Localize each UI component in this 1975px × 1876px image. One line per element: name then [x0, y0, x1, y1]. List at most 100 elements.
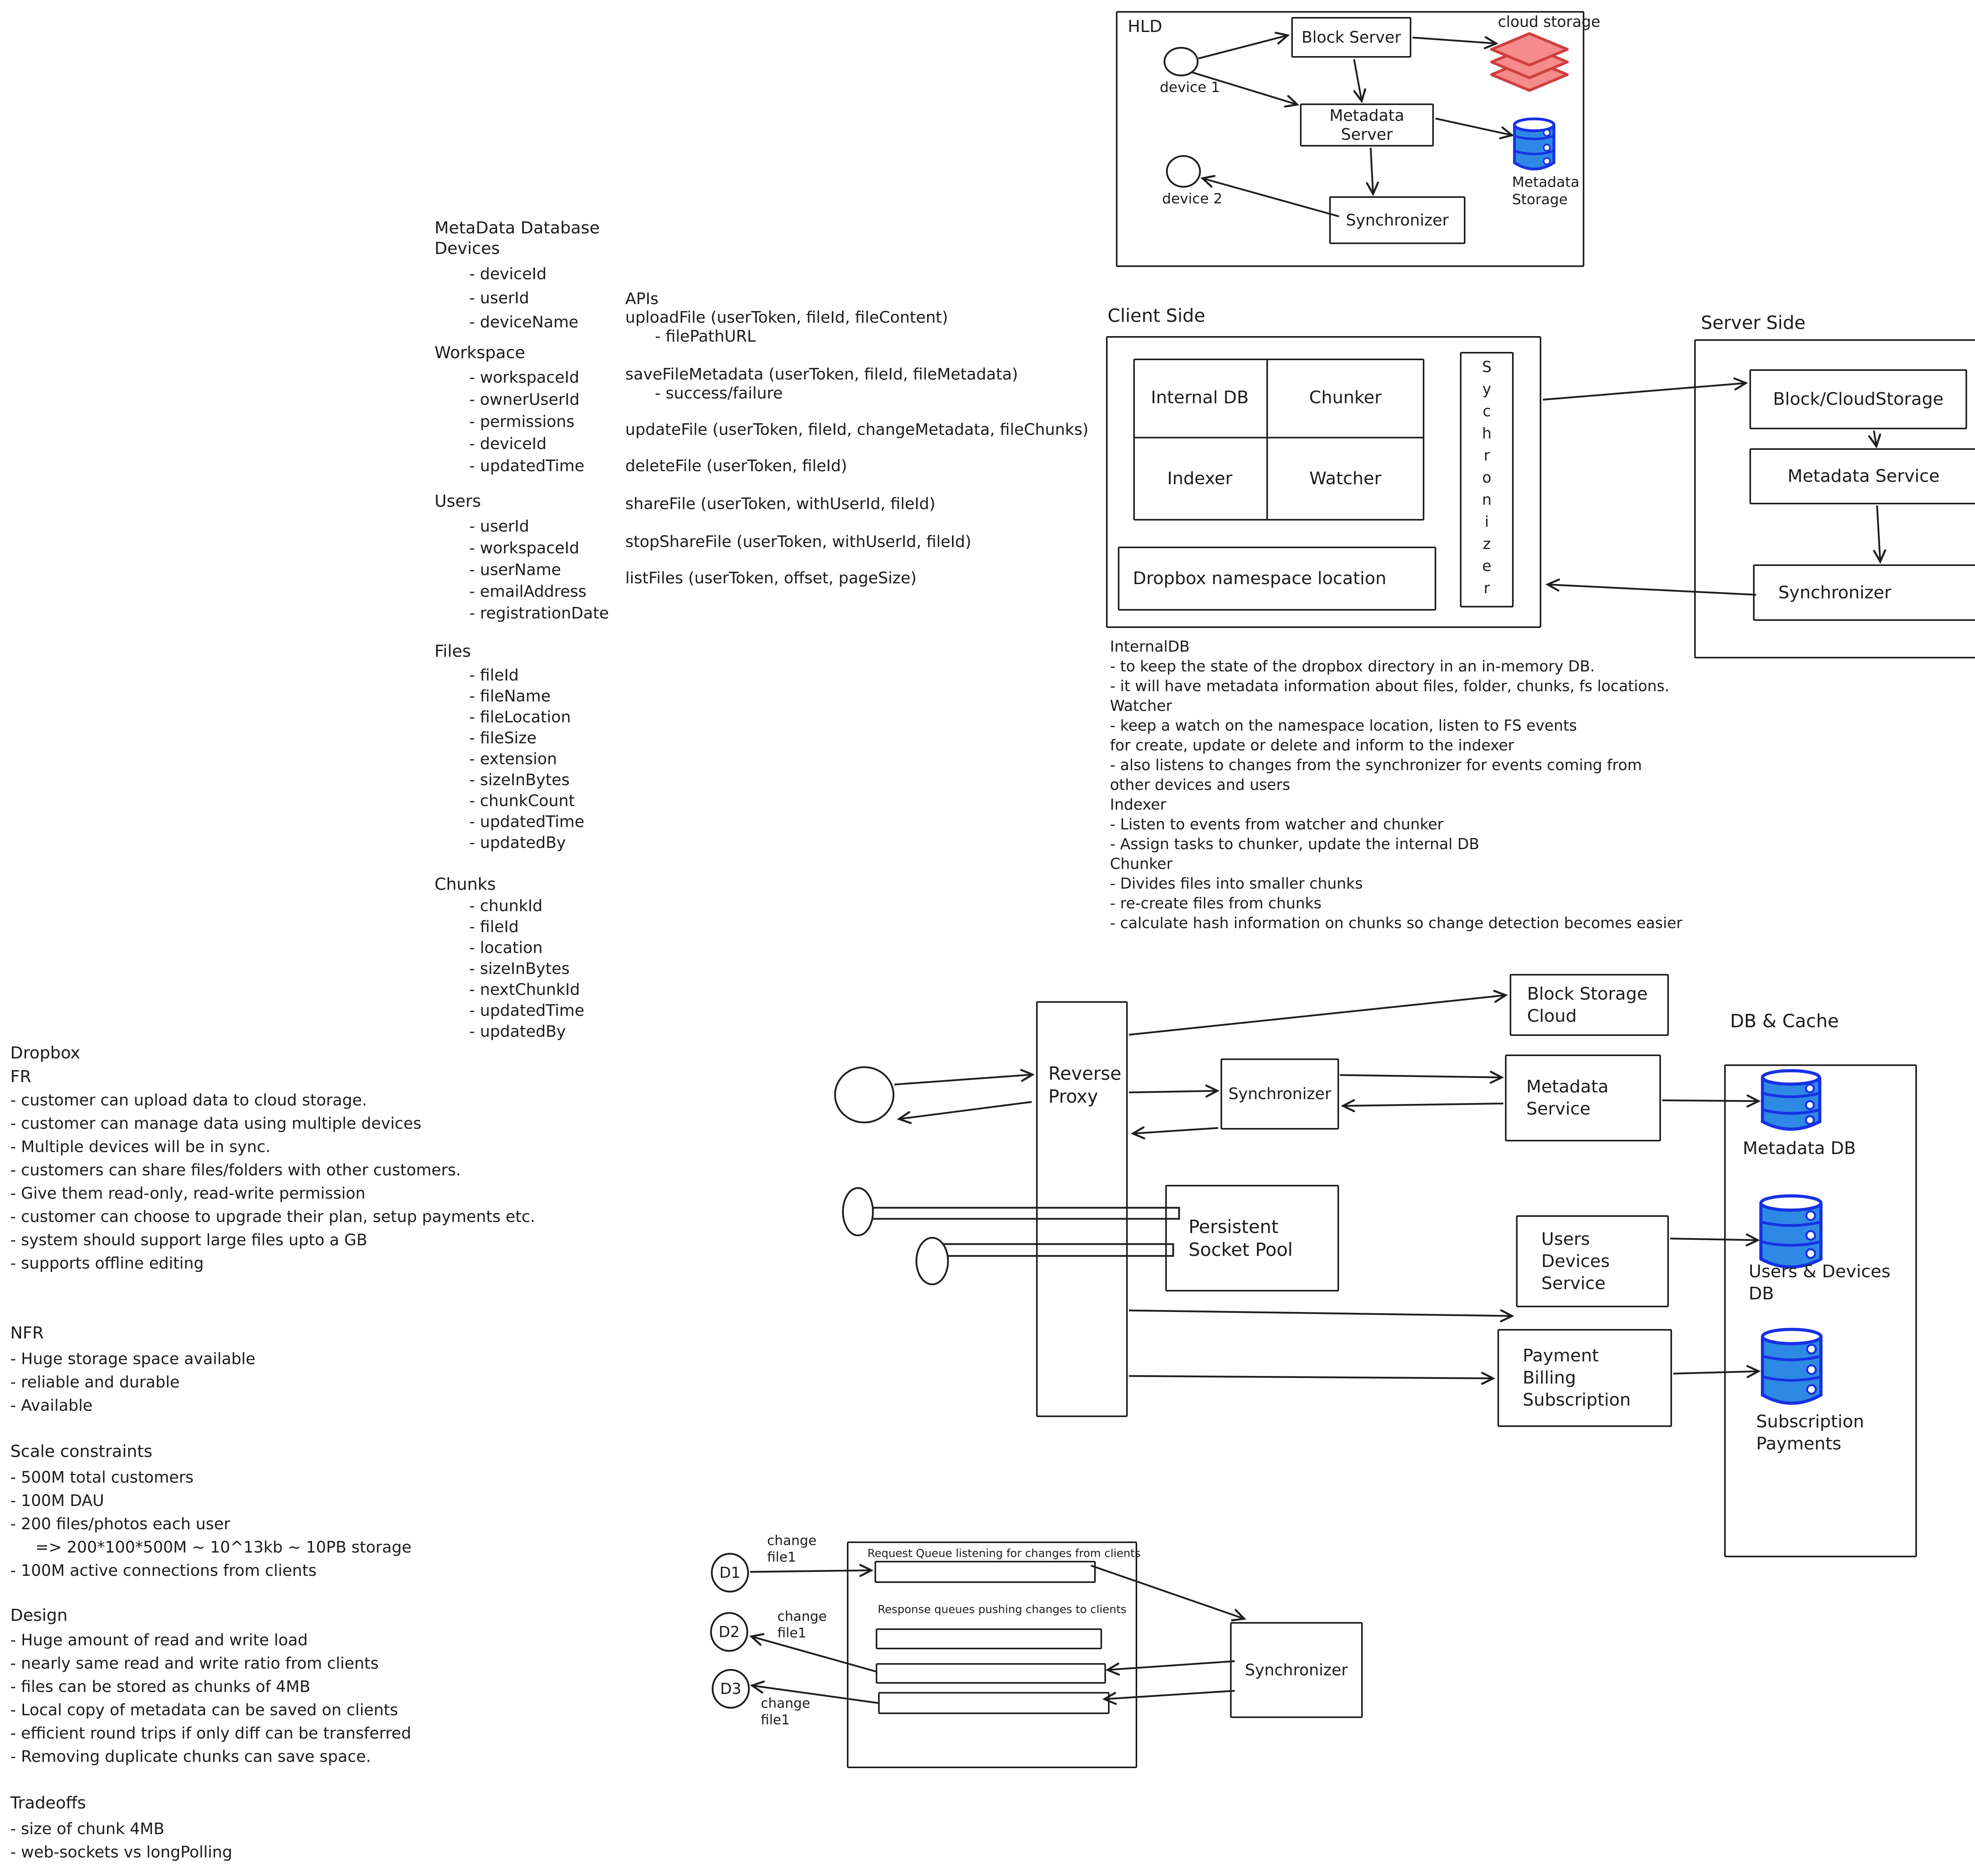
text-line: - ownerUserId	[469, 391, 580, 409]
text-line: - userName	[469, 561, 561, 579]
apis-title: APIs	[625, 290, 659, 308]
text-line: Chunker	[1110, 855, 1173, 872]
tradeoffs-items: - size of chunk 4MB - web-sockets vs long…	[10, 1818, 232, 1864]
arrow-usersdevices-db	[1670, 1233, 1760, 1247]
nfr-title: NFR	[10, 1323, 44, 1342]
text-line: - chunkCount	[469, 792, 575, 810]
arch-synchronizer-label: Synchronizer	[1228, 1085, 1332, 1103]
api-savefilemetadata: saveFileMetadata (userToken, fileId, fil…	[625, 365, 1018, 383]
text-line: - fileSize	[469, 729, 537, 747]
metadata-storage-icon	[1513, 117, 1556, 171]
text-line: Indexer	[1110, 796, 1166, 813]
text-line: - chunkId	[469, 897, 543, 915]
api-uploadfile-return: - filePathURL	[655, 327, 756, 346]
text-line: - web-sockets vs longPolling	[10, 1843, 232, 1861]
client-chunker-label: Chunker	[1309, 387, 1382, 408]
queue-d1-label: D1	[719, 1564, 741, 1581]
arch-db-cache-title: DB & Cache	[1730, 1010, 1839, 1032]
arrow-metadataservice-db	[1662, 1094, 1761, 1108]
text-line: - Give them read-only, read-write permis…	[10, 1184, 366, 1203]
schema-fields-users: - userId- workspaceId- userName- emailAd…	[469, 516, 609, 624]
queue-response-box-2	[876, 1663, 1106, 1684]
text-line: => 200*100*500M ~ 10^13kb ~ 10PB storage	[10, 1538, 412, 1556]
arch-subs-db-label: Subscription Payments	[1756, 1412, 1864, 1454]
text-line: Watcher	[1110, 697, 1172, 714]
text-line: - deviceId	[469, 435, 547, 453]
arrow-srvblock-srvmeta	[1868, 430, 1881, 449]
text-line: - Available	[10, 1397, 93, 1415]
text-line: - Huge amount of read and write load	[10, 1631, 308, 1649]
text-line: - deviceName	[469, 313, 579, 331]
text-line: - files can be stored as chunks of 4MB	[10, 1678, 310, 1696]
socket-client-circle-1	[842, 1187, 874, 1237]
persistent-socket-bar-1	[862, 1207, 1180, 1220]
text-line: - extension	[469, 750, 557, 768]
users-devices-db-icon	[1759, 1194, 1823, 1269]
schema-title: MetaData Database	[434, 218, 600, 237]
client-synchronizer-column: Sychronizer	[1460, 352, 1514, 607]
arrow-proxy-blockstorage	[1129, 990, 1508, 1036]
text-line: - Huge storage space available	[10, 1350, 256, 1368]
text-line: - userId	[469, 517, 529, 536]
api-sharefile: shareFile (userToken, withUserId, fileId…	[625, 495, 935, 513]
text-line: - customer can manage data using multipl…	[10, 1115, 421, 1133]
schema-fields-workspace: - workspaceId- ownerUserId- permissions-…	[469, 367, 584, 477]
schema-group-files: Files	[434, 641, 471, 661]
api-deletefile: deleteFile (userToken, fileId)	[625, 457, 847, 475]
device1-circle	[1163, 47, 1199, 77]
text-line: - nextChunkId	[469, 981, 580, 999]
client-frame	[1106, 336, 1541, 628]
arrow-metadataservice-sync	[1341, 1099, 1504, 1113]
text-line: - Multiple devices will be in sync.	[10, 1138, 271, 1156]
arch-payment-box: Payment Billing Subscription	[1497, 1329, 1672, 1427]
text-line: - 100M active connections from clients	[10, 1562, 317, 1580]
arch-metadata-service-label: Metadata Service	[1526, 1077, 1609, 1119]
arrow-responsequeue3-d3	[750, 1681, 878, 1704]
device2-circle	[1166, 155, 1201, 188]
queue-d3-circle	[711, 1669, 750, 1709]
text-line: - fileLocation	[469, 708, 571, 726]
arrow-payment-db	[1673, 1365, 1761, 1378]
queue-request-title: Request Queue listening for changes from…	[867, 1547, 1141, 1560]
client-watcher-cell: Watcher	[1266, 437, 1424, 521]
fr-title: Dropbox	[10, 1043, 80, 1062]
client-namespace-label: Dropbox namespace location	[1133, 568, 1386, 588]
server-metadata-label: Metadata Service	[1787, 466, 1940, 486]
arrow-requestqueue-sync	[1091, 1564, 1247, 1622]
queue-response-title: Response queues pushing changes to clien…	[878, 1603, 1127, 1616]
hld-metadata-server-label: Metadata Server	[1329, 106, 1405, 144]
hld-cloud-storage-label: cloud storage	[1498, 13, 1601, 30]
socket-client-circle-2	[915, 1237, 949, 1286]
text-line: - nearly same read and write ratio from …	[10, 1654, 379, 1673]
arch-users-db-label: Users & Devices DB	[1749, 1261, 1890, 1304]
arch-reverse-proxy-box: Reverse Proxy	[1036, 1001, 1128, 1417]
text-line: - 200 files/photos each user	[10, 1515, 230, 1533]
text-line: - keep a watch on the namespace location…	[1110, 717, 1577, 734]
arrow-sync-responsequeue3	[1102, 1690, 1235, 1705]
queue-d2-label: D2	[719, 1623, 740, 1641]
subscription-payments-db-icon	[1761, 1328, 1823, 1405]
text-line: - size of chunk 4MB	[10, 1820, 165, 1838]
text-line: InternalDB	[1110, 638, 1190, 655]
hld-synchronizer-label: Synchronizer	[1346, 211, 1449, 229]
arch-users-devices-box: Users Devices Service	[1516, 1215, 1669, 1307]
queue-frame	[847, 1541, 1137, 1768]
schema-group-workspace: Workspace	[434, 343, 525, 362]
hld-device2-label: device 2	[1162, 191, 1223, 207]
arrow-client-blockcloud	[1542, 377, 1748, 401]
design-items: - Huge amount of read and write load - ne…	[10, 1629, 411, 1769]
arrow-sync-responsequeue2	[1105, 1660, 1235, 1676]
metadata-db-icon	[1761, 1069, 1821, 1131]
queue-d3-label: D3	[720, 1680, 741, 1697]
text-line: - 100M DAU	[10, 1492, 104, 1510]
api-updatefile: updateFile (userToken, fileId, changeMet…	[625, 421, 1089, 439]
text-line: - workspaceId	[469, 368, 579, 387]
queue-request-box	[875, 1561, 1096, 1583]
schema-group-chunks: Chunks	[434, 874, 496, 894]
hld-metadata-server-box: Metadata Server	[1300, 103, 1434, 147]
arch-users-devices-label: Users Devices Service	[1541, 1229, 1610, 1293]
text-line: - Local copy of metadata can be saved on…	[10, 1701, 398, 1719]
text-line: - also listens to changes from the synch…	[1110, 756, 1642, 774]
text-line: - Removing duplicate chunks can save spa…	[10, 1748, 371, 1766]
